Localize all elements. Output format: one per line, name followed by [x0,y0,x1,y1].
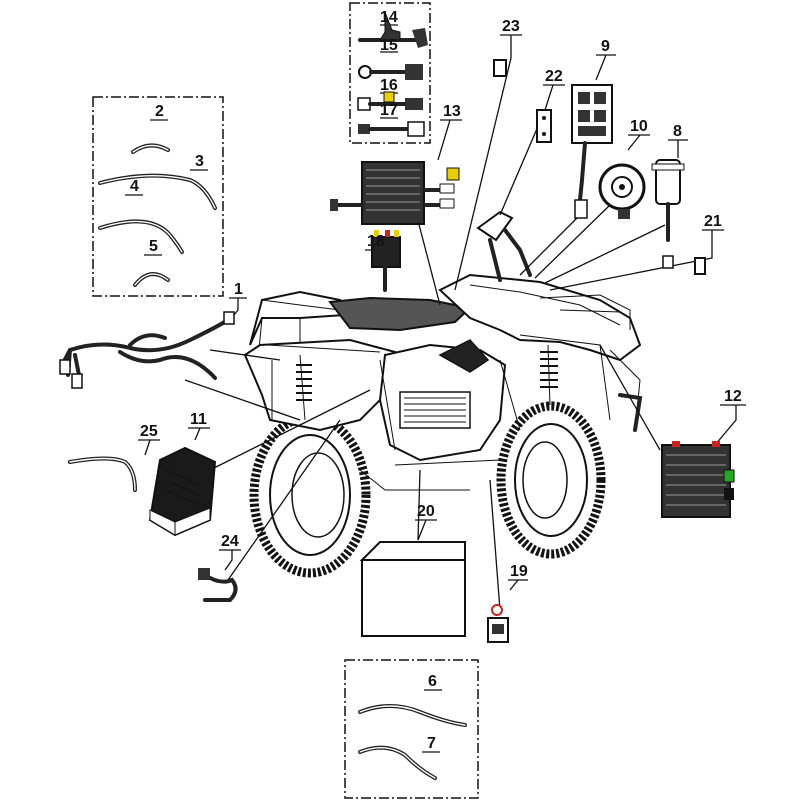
part-23-connector [493,59,507,77]
label-part-25: 25 [140,423,158,440]
switch-14 [358,11,428,48]
label-part-3: 3 [195,153,204,170]
label-part-8: 8 [673,123,682,140]
part-18-relay [371,230,401,292]
front-wheel [496,401,606,559]
label-part-4: 4 [130,178,139,195]
label-part-2: 2 [155,103,164,120]
part-labels: 2 3 4 5 14 15 16 17 13 23 9 22 10 8 21 1… [130,9,742,752]
label-part-23: 23 [502,18,520,35]
label-part-11: 11 [190,411,207,428]
leader-lines [125,24,746,753]
label-part-7: 7 [427,735,436,752]
label-part-15: 15 [380,37,398,54]
cable-group-box-top-left [92,96,224,297]
part-6-cable [358,704,467,727]
part-1-harness [59,311,235,389]
part-8-coil [651,159,685,269]
part-13-module [330,161,460,225]
cable-group-box-bottom [344,659,479,799]
part-21-connector [694,257,706,275]
switch-17 [358,121,425,137]
label-part-21: 21 [704,213,722,230]
front-rack [539,294,631,330]
rear-fender [243,338,397,432]
label-part-22: 22 [545,68,563,85]
label-part-12: 12 [724,388,742,405]
part-22-bracket [536,109,552,143]
front-shock [540,344,558,406]
part-25-cable [68,456,137,492]
label-part-6: 6 [428,673,437,690]
part-7-cable [358,745,437,780]
label-part-19: 19 [510,563,528,580]
label-part-14: 14 [380,9,398,26]
part-9-switch-box [571,84,613,219]
part-24-sensor [198,568,238,602]
part-12-regulator [661,441,735,518]
part-10-horn [598,163,646,219]
part-11-cdi [148,446,217,537]
cable-2 [131,143,170,154]
label-part-9: 9 [601,38,610,55]
switch-16 [357,91,423,111]
seat [328,296,473,332]
atv-vehicle [243,210,643,578]
rear-shock [296,354,312,421]
label-part-1: 1 [234,281,243,298]
rear-wheel [249,412,371,578]
side-panel-dark [438,339,490,373]
cable-4 [98,219,184,254]
label-part-13: 13 [443,103,461,120]
cable-5 [133,272,170,287]
cable-3 [98,173,217,210]
switch-group-box-top [349,2,431,144]
label-part-17: 17 [380,102,398,119]
label-part-10: 10 [630,118,648,135]
label-part-24: 24 [221,533,239,550]
label-part-18: 18 [367,233,385,250]
label-part-5: 5 [149,238,158,255]
switch-15 [358,64,423,80]
label-part-20: 20 [417,503,435,520]
label-part-16: 16 [380,77,398,94]
handlebar [476,210,532,282]
part-19-switch [487,604,509,643]
part-20-battery [359,541,466,637]
